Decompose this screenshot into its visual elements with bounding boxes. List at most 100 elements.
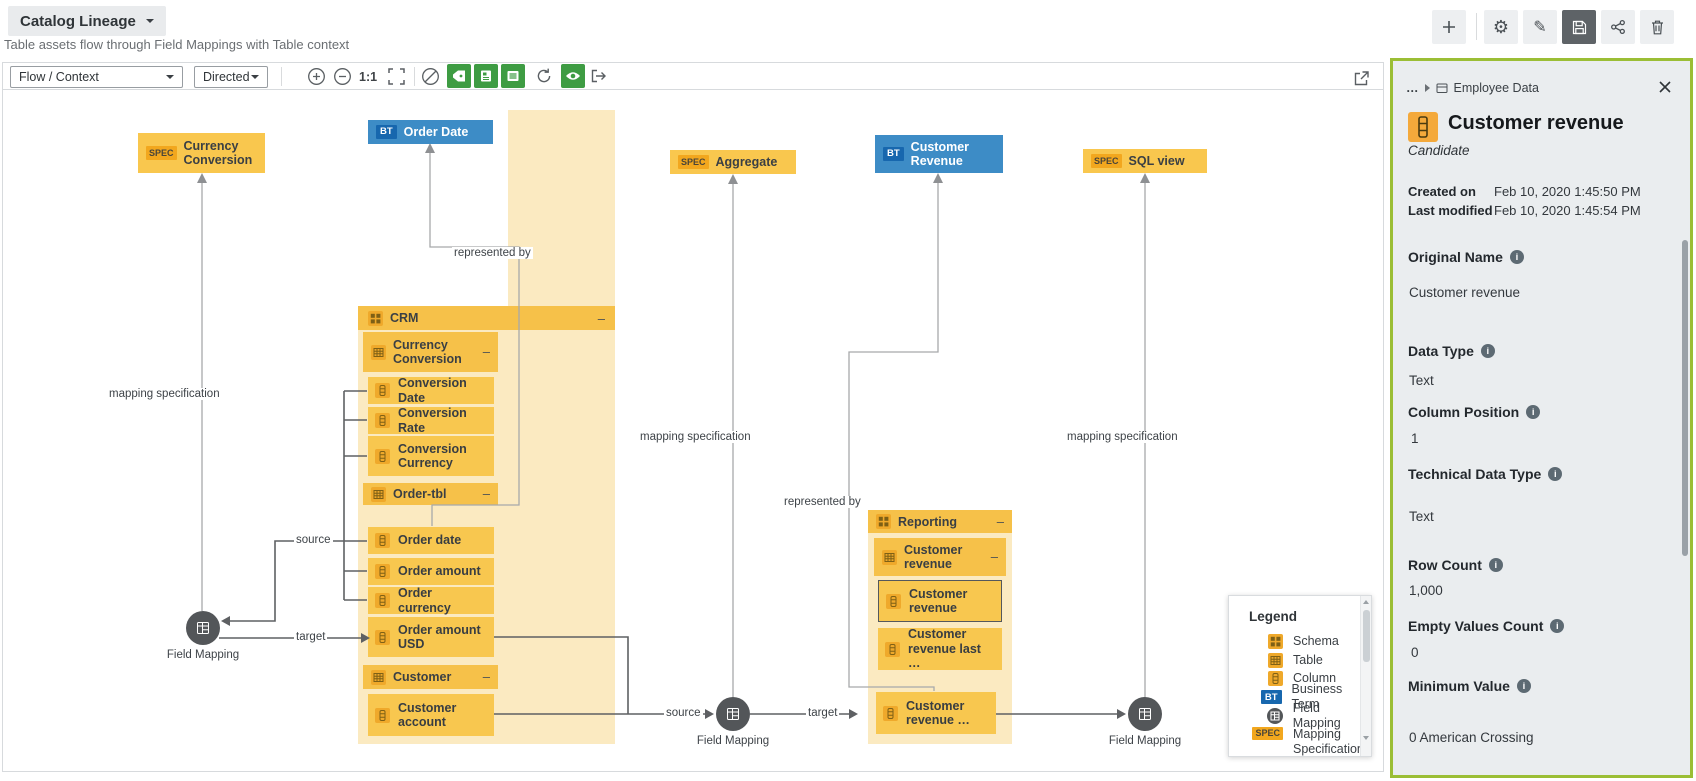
- table-icon: [371, 669, 386, 685]
- table-name: Order-tbl: [393, 486, 447, 501]
- schema-icon: [1268, 634, 1283, 649]
- column-order-currency[interactable]: Order currency: [368, 586, 494, 615]
- view-mode-select[interactable]: Flow / Context: [10, 66, 183, 88]
- add-button[interactable]: [1432, 10, 1466, 44]
- info-icon[interactable]: [1548, 467, 1563, 481]
- chevron-down-icon: [251, 75, 259, 79]
- settings-button[interactable]: ⚙: [1484, 10, 1518, 44]
- field-value-technical-data-type: Text: [1409, 509, 1434, 524]
- direction-select[interactable]: Directed: [194, 66, 268, 88]
- column-customer-revenue-last[interactable]: Customer revenue last …: [878, 627, 1002, 670]
- collapse-button[interactable]: –: [482, 343, 490, 359]
- tag-view-toggle[interactable]: [447, 64, 471, 88]
- view-mode-value: Flow / Context: [19, 70, 99, 84]
- info-icon[interactable]: [1480, 344, 1495, 358]
- zoom-reset-button[interactable]: 1:1: [359, 70, 378, 84]
- column-icon: [375, 629, 390, 645]
- column-icon: [375, 383, 390, 398]
- column-icon: [1268, 671, 1283, 686]
- meta-value: Feb 10, 2020 1:45:50 PM: [1494, 184, 1641, 199]
- column-conversion-currency[interactable]: Conversion Currency: [368, 436, 494, 476]
- node-aggregate-spec[interactable]: SPEC Aggregate: [670, 150, 796, 174]
- chevron-right-icon: [1424, 84, 1430, 92]
- business-term-badge: BT: [376, 125, 397, 139]
- schema-crm-header[interactable]: CRM –: [358, 306, 615, 330]
- field-mapping-node-3[interactable]: [1128, 697, 1162, 731]
- column-icon: [375, 564, 390, 579]
- node-label: Aggregate: [715, 154, 778, 169]
- disable-button[interactable]: [421, 67, 440, 86]
- list-view-icon: [507, 71, 519, 81]
- node-sql-view-spec[interactable]: SPEC SQL view: [1083, 149, 1207, 173]
- column-customer-account[interactable]: Customer account: [368, 694, 494, 736]
- field-mapping-node-2[interactable]: [716, 697, 750, 731]
- collapse-button[interactable]: –: [996, 514, 1004, 529]
- info-icon[interactable]: [1526, 405, 1541, 419]
- breadcrumb-ellipsis[interactable]: …: [1406, 81, 1419, 95]
- open-in-new-button[interactable]: [1352, 69, 1371, 88]
- collapse-button[interactable]: –: [990, 548, 998, 564]
- save-icon: [1572, 20, 1586, 34]
- document-view-toggle[interactable]: [474, 64, 498, 88]
- node-order-date-bt[interactable]: BT Order Date: [368, 120, 493, 144]
- list-view-toggle[interactable]: [501, 64, 525, 88]
- field-label-data-type: Data Type: [1408, 343, 1495, 359]
- close-panel-button[interactable]: [1655, 77, 1675, 97]
- column-conversion-date[interactable]: Conversion Date: [368, 376, 494, 405]
- legend-scrollbar-thumb[interactable]: [1362, 610, 1370, 662]
- divider: [414, 67, 415, 86]
- table-order-tbl[interactable]: Order-tbl –: [363, 483, 498, 505]
- legend-title: Legend: [1249, 609, 1298, 624]
- info-icon[interactable]: [1550, 619, 1565, 633]
- node-label: Order Date: [403, 124, 469, 139]
- column-conversion-rate[interactable]: Conversion Rate: [368, 406, 494, 435]
- column-name: Customer account: [398, 700, 457, 729]
- page-title: Catalog Lineage: [20, 12, 136, 30]
- field-value-column-position: 1: [1411, 431, 1419, 446]
- column-order-amount-usd[interactable]: Order amount USD: [368, 617, 494, 657]
- column-icon: [375, 413, 390, 428]
- info-icon[interactable]: [1488, 558, 1503, 572]
- delete-button[interactable]: [1640, 10, 1674, 44]
- panel-scrollbar[interactable]: [1682, 240, 1688, 556]
- info-icon[interactable]: [1516, 679, 1531, 693]
- collapse-button[interactable]: –: [597, 310, 605, 326]
- info-icon[interactable]: [1509, 250, 1524, 264]
- table-customer[interactable]: Customer –: [363, 665, 498, 689]
- schema-reporting-header[interactable]: Reporting –: [868, 510, 1012, 533]
- divider: [281, 67, 282, 86]
- column-customer-revenue-truncated[interactable]: Customer revenue …: [876, 692, 996, 734]
- column-order-amount[interactable]: Order amount: [368, 558, 494, 585]
- field-label-column-position: Column Position: [1408, 404, 1541, 420]
- node-label: Customer Revenue: [910, 139, 970, 168]
- column-customer-revenue-selected[interactable]: Customer revenue: [878, 580, 1002, 622]
- node-currency-conversion-spec[interactable]: SPEC Currency Conversion: [138, 133, 265, 173]
- column-order-date[interactable]: Order date: [368, 527, 494, 554]
- field-label-row-count: Row Count: [1408, 557, 1503, 573]
- save-button[interactable]: [1562, 10, 1596, 44]
- collapse-button[interactable]: –: [482, 485, 490, 501]
- column-icon: [375, 593, 390, 608]
- field-value-empty-values-count: 0: [1411, 645, 1419, 660]
- legend-scrollbar[interactable]: [1360, 596, 1371, 756]
- field-mapping-node-1[interactable]: [186, 611, 220, 645]
- asset-title: Customer revenue: [1448, 112, 1624, 134]
- visibility-toggle[interactable]: [561, 64, 585, 88]
- edit-button[interactable]: ✎: [1523, 10, 1557, 44]
- breadcrumb-asset[interactable]: Employee Data: [1453, 81, 1539, 95]
- column-icon: [885, 641, 900, 657]
- fit-screen-button[interactable]: [388, 68, 405, 85]
- catalog-lineage-menu[interactable]: Catalog Lineage: [8, 6, 166, 36]
- mapping-specification-icon: SPEC: [1252, 726, 1283, 740]
- zoom-out-button[interactable]: [333, 67, 352, 86]
- table-currency-conversion[interactable]: Currency Conversion –: [363, 332, 498, 372]
- refresh-button[interactable]: [535, 67, 553, 85]
- zoom-in-button[interactable]: [307, 67, 326, 86]
- node-customer-revenue-bt[interactable]: BT Customer Revenue: [875, 135, 1003, 173]
- breadcrumb[interactable]: … Employee Data: [1406, 81, 1539, 95]
- collapse-button[interactable]: –: [482, 668, 490, 684]
- export-button[interactable]: [590, 68, 608, 84]
- share-button[interactable]: [1601, 10, 1635, 44]
- table-customer-revenue[interactable]: Customer revenue –: [874, 538, 1006, 576]
- meta-value: Feb 10, 2020 1:45:54 PM: [1494, 203, 1641, 218]
